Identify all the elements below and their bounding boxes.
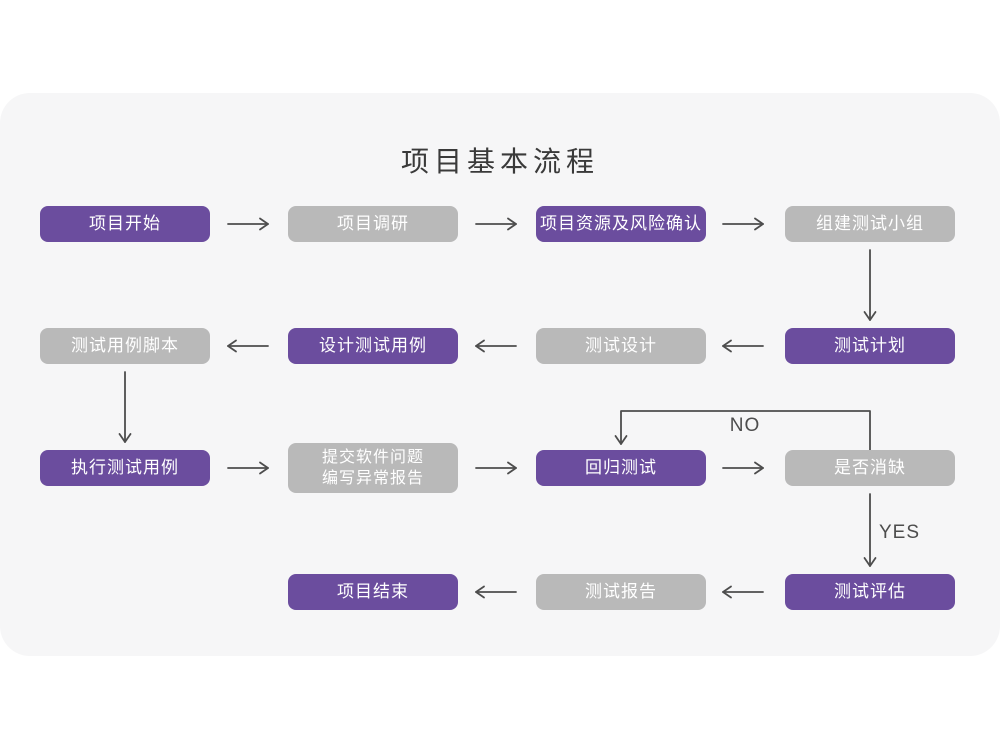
edge-label-no: NO (729, 415, 761, 436)
flow-node-design-test-cases: 设计测试用例 (288, 328, 458, 364)
flow-node-execute-test-cases: 执行测试用例 (40, 450, 210, 486)
flow-node-build-test-team: 组建测试小组 (785, 206, 955, 242)
page-title: 项目基本流程 (400, 146, 599, 177)
flowchart-card (0, 93, 1000, 656)
flow-node-test-case-scripts: 测试用例脚本 (40, 328, 210, 364)
flow-node-line1: 提交软件问题 (321, 449, 424, 466)
flow-node-defect-cleared: 是否消缺 (785, 450, 955, 486)
flow-node-test-design: 测试设计 (536, 328, 706, 364)
flow-node-project-research: 项目调研 (288, 206, 458, 242)
edge-label-yes: YES (879, 522, 921, 543)
flow-node-test-plan: 测试计划 (785, 328, 955, 364)
flow-node-submit-defect-report: 提交软件问题 编写异常报告 (288, 443, 458, 493)
flow-node-project-start: 项目开始 (40, 206, 210, 242)
flow-node-test-report: 测试报告 (536, 574, 706, 610)
flow-node-project-end: 项目结束 (288, 574, 458, 610)
flow-node-regression-test: 回归测试 (536, 450, 706, 486)
flow-node-resources-risk: 项目资源及风险确认 (536, 206, 706, 242)
flow-node-line2: 编写异常报告 (321, 470, 424, 487)
flow-node-test-evaluation: 测试评估 (785, 574, 955, 610)
